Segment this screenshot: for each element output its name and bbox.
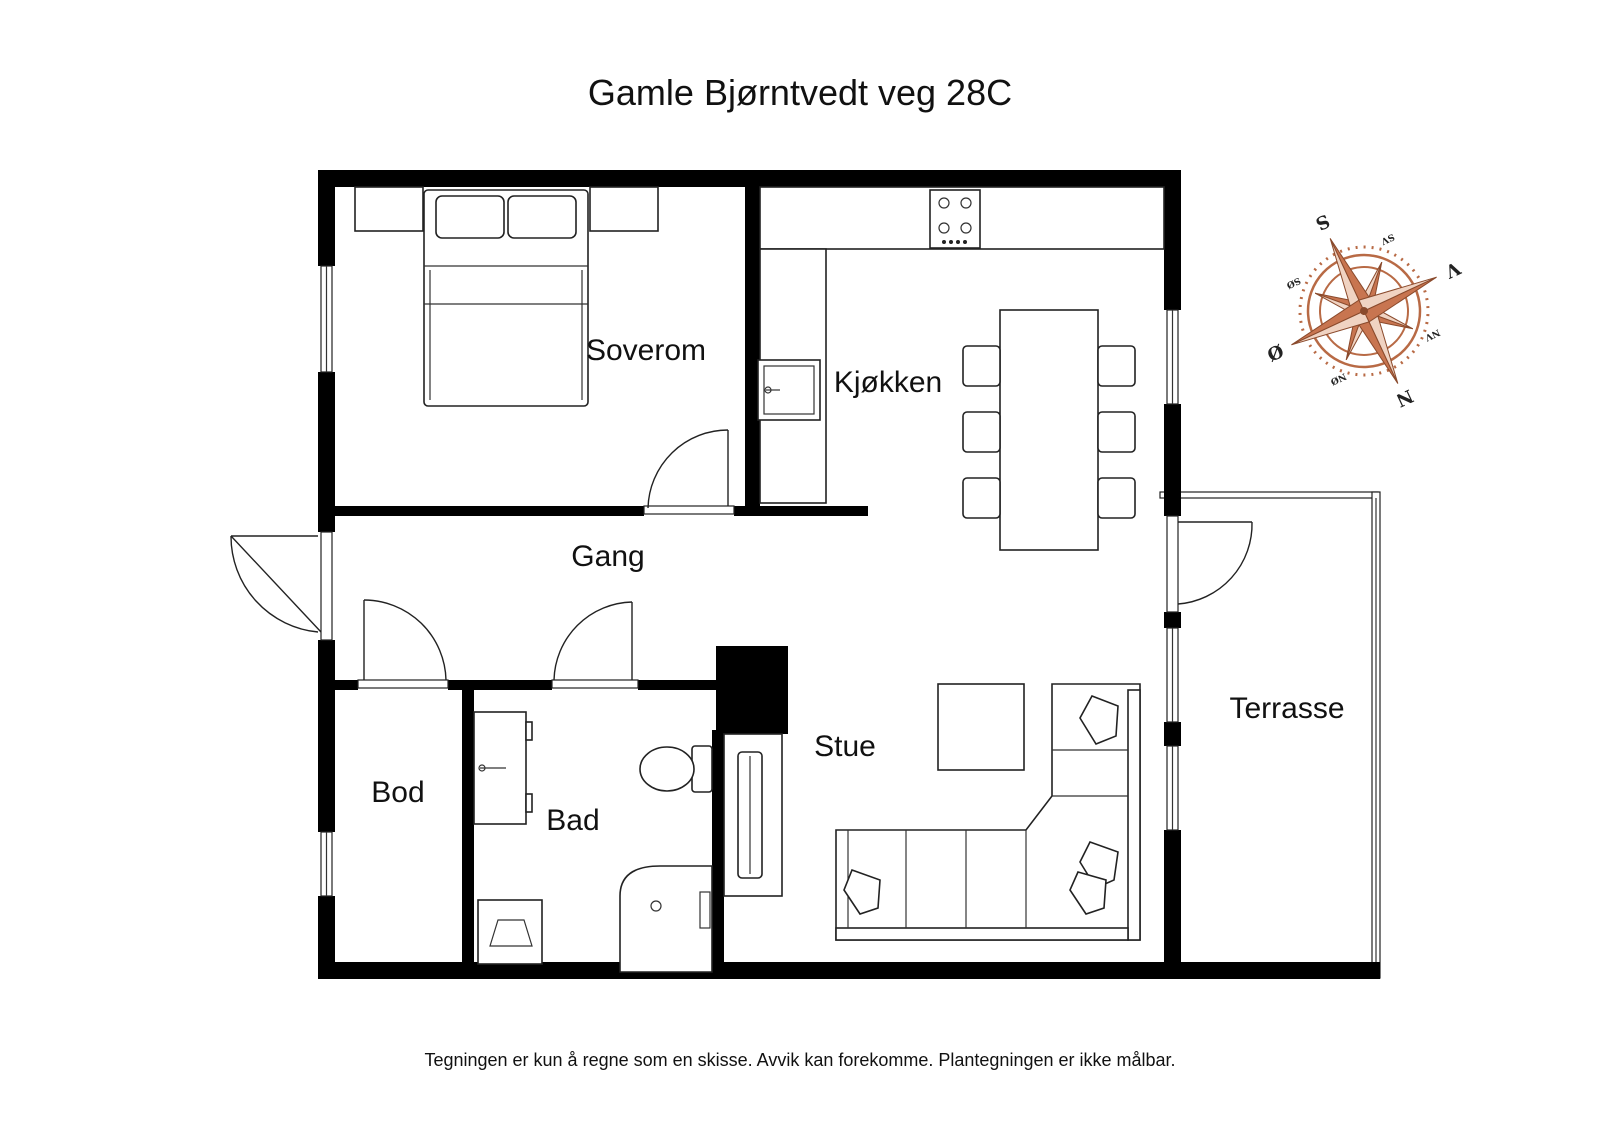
- room-label-bad: Bad: [546, 804, 599, 837]
- living-furniture: [723, 683, 1141, 941]
- toilet: [639, 745, 713, 793]
- disclaimer-text: Tegningen er kun å regne som en skisse. …: [424, 1050, 1176, 1070]
- coffee-table: [937, 683, 1025, 771]
- room-label-soverom: Soverom: [586, 334, 706, 367]
- dining-table: [962, 309, 1136, 551]
- room-label-bod: Bod: [371, 776, 424, 809]
- compass-label-nv: NV: [1422, 327, 1441, 343]
- windows: [320, 265, 1179, 897]
- terrace: [1159, 491, 1381, 979]
- room-label-gang: Gang: [571, 540, 644, 573]
- sink: [757, 359, 821, 421]
- stove: [929, 189, 981, 249]
- compass-label-sv: SV: [1378, 231, 1395, 246]
- terrace-door: [1166, 515, 1253, 613]
- compass-rose-icon: N S Ø V NV SV SØ NØ: [1263, 209, 1464, 411]
- compass-label-s: S: [1312, 209, 1333, 234]
- compass-label-n: N: [1392, 385, 1416, 411]
- room-label-terrasse: Terrasse: [1229, 692, 1344, 725]
- fireplace: [723, 733, 783, 897]
- entry-door: [230, 531, 333, 641]
- room-label-stue: Stue: [814, 730, 876, 763]
- corner-sofa: [835, 683, 1141, 941]
- compass-label-v: V: [1441, 256, 1464, 282]
- washing-machine: [477, 899, 543, 965]
- plan-title: Gamle Bjørntvedt veg 28C: [587, 72, 1013, 113]
- room-labels: Soverom Kjøkken Gang Stue Bod Bad Terras…: [371, 334, 1344, 837]
- washbasin: [473, 711, 533, 825]
- walls: [318, 170, 1380, 979]
- double-bed: [423, 189, 589, 407]
- bedroom-door: [643, 429, 735, 515]
- bod-door: [357, 599, 449, 689]
- bathroom-furniture: [473, 711, 713, 973]
- doors: [230, 429, 1253, 689]
- shower: [619, 865, 713, 973]
- bedroom-furniture: [354, 186, 659, 407]
- kitchen-furniture: [757, 186, 1165, 551]
- compass-label-so: SØ: [1284, 275, 1302, 291]
- compass-label-o: Ø: [1263, 339, 1286, 365]
- room-label-kjokken: Kjøkken: [834, 366, 942, 399]
- bad-door: [551, 601, 639, 689]
- compass-label-no: NØ: [1328, 370, 1347, 387]
